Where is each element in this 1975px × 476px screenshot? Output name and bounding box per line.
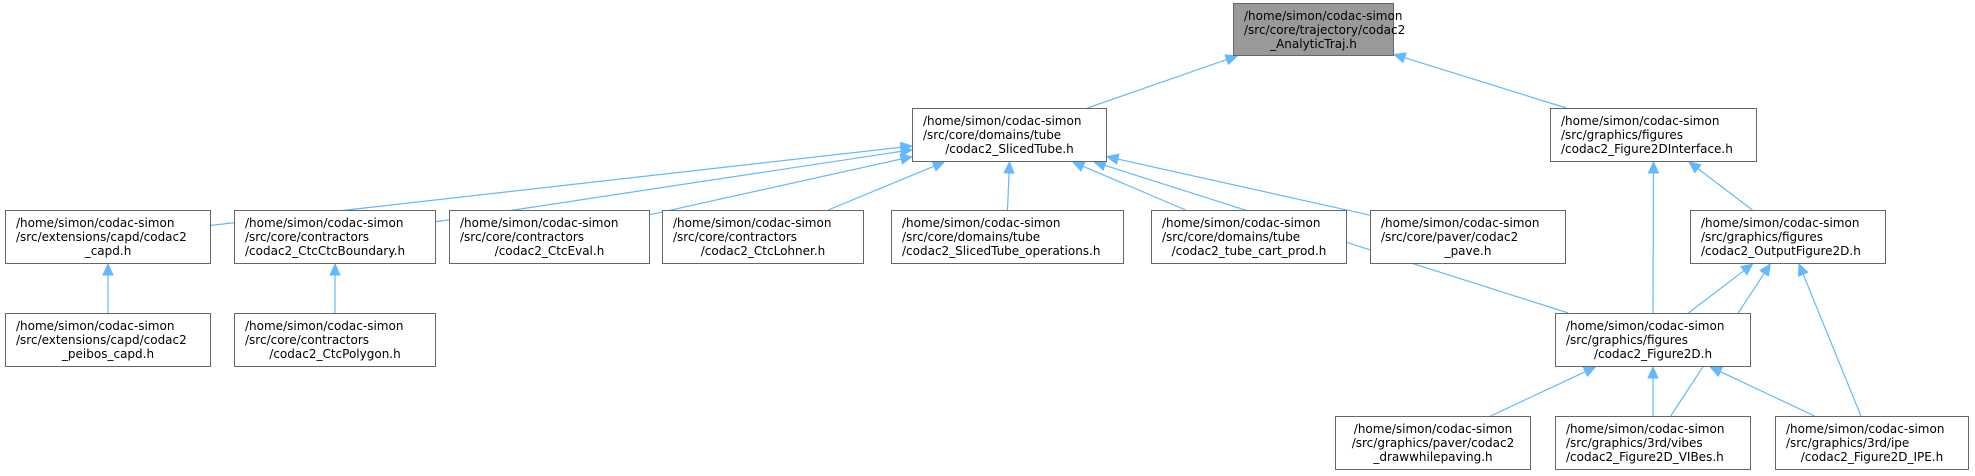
node-line: /codac2_CtcPolygon.h bbox=[269, 347, 401, 361]
arrowhead-figure2d-to-outputfigure2d bbox=[1739, 263, 1754, 276]
node-line: /codac2_Figure2DInterface.h bbox=[1561, 142, 1733, 156]
node-line: /src/core/domains/tube bbox=[902, 230, 1041, 244]
node-figure2d-vibes[interactable]: /home/simon/codac-simon /src/graphics/3r… bbox=[1555, 416, 1751, 470]
node-line: /codac2_Figure2D.h bbox=[1593, 347, 1713, 361]
node-line: /src/graphics/figures bbox=[1701, 230, 1824, 244]
node-line: /home/simon/codac-simon bbox=[1561, 114, 1720, 128]
node-line: /codac2_SlicedTube_operations.h bbox=[902, 244, 1101, 258]
node-line: /src/core/domains/tube bbox=[1162, 230, 1301, 244]
node-slicedtube-operations[interactable]: /home/simon/codac-simon /src/core/domain… bbox=[891, 210, 1124, 264]
edge-drawwhilepaving-to-figure2d bbox=[1490, 371, 1586, 417]
node-line: /src/graphics/figures bbox=[1566, 333, 1689, 347]
arrowhead-figure2d-to-figure2dinterface bbox=[1647, 160, 1660, 174]
node-ctcctcboundary[interactable]: /home/simon/codac-simon /src/core/contra… bbox=[234, 210, 436, 264]
arrowhead-ctclohner-to-slicedtube bbox=[931, 161, 946, 172]
node-line: /home/simon/codac-simon bbox=[1786, 422, 1945, 436]
arrowhead-peibos-capd-to-capd bbox=[102, 262, 114, 276]
edge-ctceval-to-slicedtube bbox=[649, 158, 902, 216]
arrowhead-ctcctcboundary-to-slicedtube bbox=[899, 145, 914, 158]
node-line: /home/simon/codac-simon bbox=[1701, 216, 1860, 230]
node-line: /home/simon/codac-simon bbox=[16, 319, 175, 333]
node-line: /home/simon/codac-simon bbox=[1244, 8, 1403, 23]
node-line: /home/simon/codac-simon bbox=[673, 216, 832, 230]
node-line: /home/simon/codac-simon bbox=[460, 216, 619, 230]
node-tube-cart-prod[interactable]: /home/simon/codac-simon /src/core/domain… bbox=[1151, 210, 1347, 264]
node-line: /src/extensions/capd/codac2 bbox=[16, 333, 187, 347]
arrowhead-figure2d-ipe-to-figure2d bbox=[1709, 366, 1724, 378]
arrowhead-ctceval-to-slicedtube bbox=[899, 153, 914, 165]
arrowhead-figure2d-ipe-to-outputfigure2d bbox=[1798, 262, 1809, 277]
node-line: /codac2_tube_cart_prod.h bbox=[1171, 244, 1327, 258]
edge-figure2d-to-outputfigure2d bbox=[1688, 270, 1745, 314]
node-line: /src/core/contractors bbox=[245, 333, 370, 347]
node-line: /codac2_Figure2D_VIBes.h bbox=[1566, 450, 1724, 464]
node-line: _AnalyticTraj.h bbox=[1270, 36, 1357, 51]
node-line: _peibos_capd.h bbox=[61, 347, 155, 361]
node-line: /codac2_SlicedTube.h bbox=[945, 142, 1074, 156]
edge-figure2dinterface-to-analytictraj bbox=[1404, 57, 1567, 109]
node-figure2dinterface[interactable]: /home/simon/codac-simon /src/graphics/fi… bbox=[1550, 108, 1757, 162]
node-line: /codac2_CtcEval.h bbox=[494, 244, 605, 258]
node-line: /src/graphics/paver/codac2 bbox=[1351, 436, 1515, 450]
node-peibos-capd[interactable]: /home/simon/codac-simon /src/extensions/… bbox=[5, 313, 211, 367]
node-line: /codac2_Figure2D_IPE.h bbox=[1800, 450, 1944, 464]
edge-figure2d-ipe-to-figure2d bbox=[1720, 371, 1815, 417]
arrowhead-ctcpolygon-to-ctcctcboundary bbox=[329, 262, 341, 276]
arrowhead-figure2d-vibes-to-figure2d bbox=[1647, 365, 1659, 379]
edge-pave-to-slicedtube bbox=[1117, 158, 1371, 216]
node-line: /home/simon/codac-simon bbox=[902, 216, 1061, 230]
node-ctclohner[interactable]: /home/simon/codac-simon /src/core/contra… bbox=[662, 210, 864, 264]
node-line: /home/simon/codac-simon bbox=[245, 216, 404, 230]
node-line: /src/graphics/3rd/ipe bbox=[1786, 436, 1910, 450]
node-capd[interactable]: /home/simon/codac-simon /src/extensions/… bbox=[5, 210, 211, 264]
edge-figure2d-ipe-to-outputfigure2d bbox=[1802, 273, 1862, 417]
arrowhead-figure2dinterface-to-analytictraj bbox=[1392, 52, 1407, 64]
node-line: /home/simon/codac-simon bbox=[1381, 216, 1540, 230]
arrowhead-slicedtube-to-analytictraj bbox=[1224, 54, 1239, 66]
node-line: /src/core/trajectory/codac2 bbox=[1244, 22, 1406, 37]
node-line: /src/core/contractors bbox=[460, 230, 585, 244]
node-line: /src/core/paver/codac2 bbox=[1381, 230, 1519, 244]
node-line: _pave.h bbox=[1444, 244, 1492, 258]
node-figure2d-ipe[interactable]: /home/simon/codac-simon /src/graphics/3r… bbox=[1775, 416, 1969, 470]
edge-slicedtube-operations-to-slicedtube bbox=[1006, 172, 1010, 211]
node-line: /home/simon/codac-simon bbox=[1162, 216, 1321, 230]
node-line: /src/core/domains/tube bbox=[923, 128, 1062, 142]
edge-outputfigure2d-to-figure2dinterface bbox=[1697, 168, 1753, 211]
node-line: /codac2_CtcCtcBoundary.h bbox=[245, 244, 406, 258]
node-pave[interactable]: /home/simon/codac-simon /src/core/paver/… bbox=[1370, 210, 1566, 264]
node-line: /home/simon/codac-simon bbox=[1353, 422, 1513, 436]
arrowhead-figure2d-to-slicedtube bbox=[1093, 159, 1107, 171]
node-line: /home/simon/codac-simon bbox=[1566, 422, 1725, 436]
node-figure2d[interactable]: /home/simon/codac-simon /src/graphics/fi… bbox=[1555, 313, 1751, 367]
node-outputfigure2d[interactable]: /home/simon/codac-simon /src/graphics/fi… bbox=[1690, 210, 1886, 264]
node-line: /src/graphics/3rd/vibes bbox=[1566, 436, 1703, 450]
node-line: _drawwhilepaving.h bbox=[1373, 450, 1493, 464]
arrowhead-pave-to-slicedtube bbox=[1105, 153, 1120, 165]
arrowhead-drawwhilepaving-to-figure2d bbox=[1582, 366, 1597, 378]
node-slicedtube[interactable]: /home/simon/codac-simon /src/core/domain… bbox=[912, 108, 1107, 162]
node-ctceval[interactable]: /home/simon/codac-simon /src/core/contra… bbox=[449, 210, 650, 264]
node-line: /src/graphics/figures bbox=[1561, 128, 1684, 142]
arrowhead-outputfigure2d-to-figure2dinterface bbox=[1688, 161, 1702, 174]
node-ctcpolygon[interactable]: /home/simon/codac-simon /src/core/contra… bbox=[234, 313, 436, 367]
node-drawwhilepaving[interactable]: /home/simon/codac-simon /src/graphics/pa… bbox=[1335, 416, 1531, 470]
edge-ctclohner-to-slicedtube bbox=[828, 165, 935, 211]
node-line: /src/core/contractors bbox=[673, 230, 798, 244]
node-line: /src/extensions/capd/codac2 bbox=[16, 230, 187, 244]
node-line: /home/simon/codac-simon bbox=[1566, 319, 1725, 333]
node-line: /home/simon/codac-simon bbox=[923, 114, 1082, 128]
arrowhead-tube-cart-prod-to-slicedtube bbox=[1071, 161, 1086, 172]
node-line: /home/simon/codac-simon bbox=[16, 216, 175, 230]
edge-slicedtube-to-analytictraj bbox=[1087, 59, 1227, 109]
node-line: /codac2_OutputFigure2D.h bbox=[1701, 244, 1861, 258]
node-line: /home/simon/codac-simon bbox=[245, 319, 404, 333]
node-line: _capd.h bbox=[84, 244, 132, 258]
edge-tube-cart-prod-to-slicedtube bbox=[1082, 165, 1186, 211]
node-line: /codac2_CtcLohner.h bbox=[700, 244, 826, 258]
arrowhead-figure2d-vibes-to-outputfigure2d bbox=[1759, 262, 1771, 277]
node-line: /src/core/contractors bbox=[245, 230, 370, 244]
arrowhead-slicedtube-operations-to-slicedtube bbox=[1003, 160, 1015, 174]
node-analytictraj[interactable]: /home/simon/codac-simon /src/core/trajec… bbox=[1233, 3, 1406, 56]
